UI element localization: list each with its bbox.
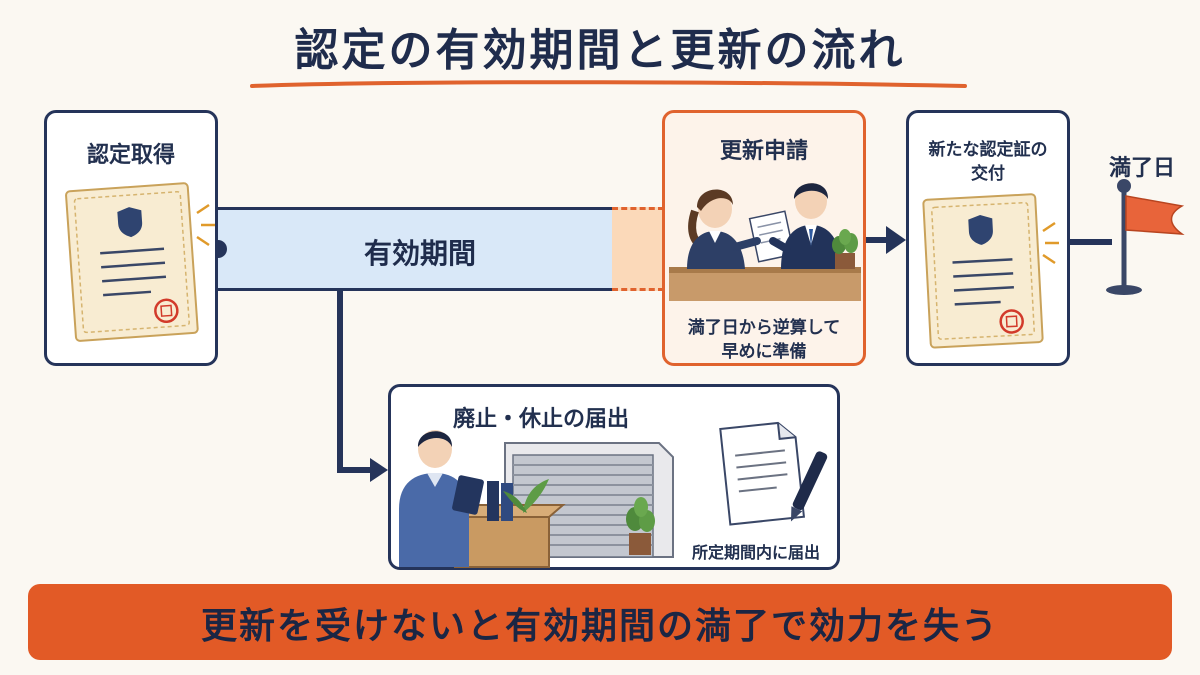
worker-boxes-illustration bbox=[399, 430, 566, 568]
validity-period-bar bbox=[215, 207, 615, 291]
step-card-issue: 新たな認定証の 交付 bbox=[906, 110, 1070, 366]
page-title: 認定の有効期間と更新の流れ bbox=[294, 25, 906, 76]
footer-banner bbox=[28, 584, 1172, 660]
expiry-label: 満了日 bbox=[1108, 156, 1175, 181]
step-label-issue-line2: 交付 bbox=[971, 164, 1005, 184]
step-label-closure: 廃止・休止の届出 bbox=[452, 407, 629, 432]
step-card-acquire: 認定取得 bbox=[44, 110, 218, 366]
certificate-icon bbox=[922, 193, 1059, 349]
staff-counter-illustration bbox=[669, 183, 861, 301]
closure-note: 所定期間内に届出 bbox=[691, 543, 820, 562]
validity-period-end-zone bbox=[612, 207, 664, 291]
certificate-icon bbox=[65, 182, 215, 342]
step-label-renewal: 更新申請 bbox=[719, 139, 808, 164]
document-pen-icon bbox=[719, 421, 828, 526]
renewal-note-line2: 早めに準備 bbox=[721, 342, 807, 362]
footer-message: 更新を受けないと有効期間の満了で効力を失う bbox=[200, 606, 999, 647]
renewal-note-line1: 満了日から逆算して bbox=[687, 318, 841, 338]
step-label-issue-line1: 新たな認定証の bbox=[928, 140, 1048, 160]
step-card-renewal: 更新申請 満了日から逆算して 早めに準備 bbox=[662, 110, 866, 366]
step-card-closure: 廃止・休止の届出 bbox=[388, 384, 840, 570]
step-label-acquire: 認定取得 bbox=[86, 143, 175, 168]
title-underline bbox=[250, 80, 967, 88]
validity-period-label: 有効期間 bbox=[363, 237, 476, 270]
flag-icon bbox=[1106, 179, 1185, 295]
